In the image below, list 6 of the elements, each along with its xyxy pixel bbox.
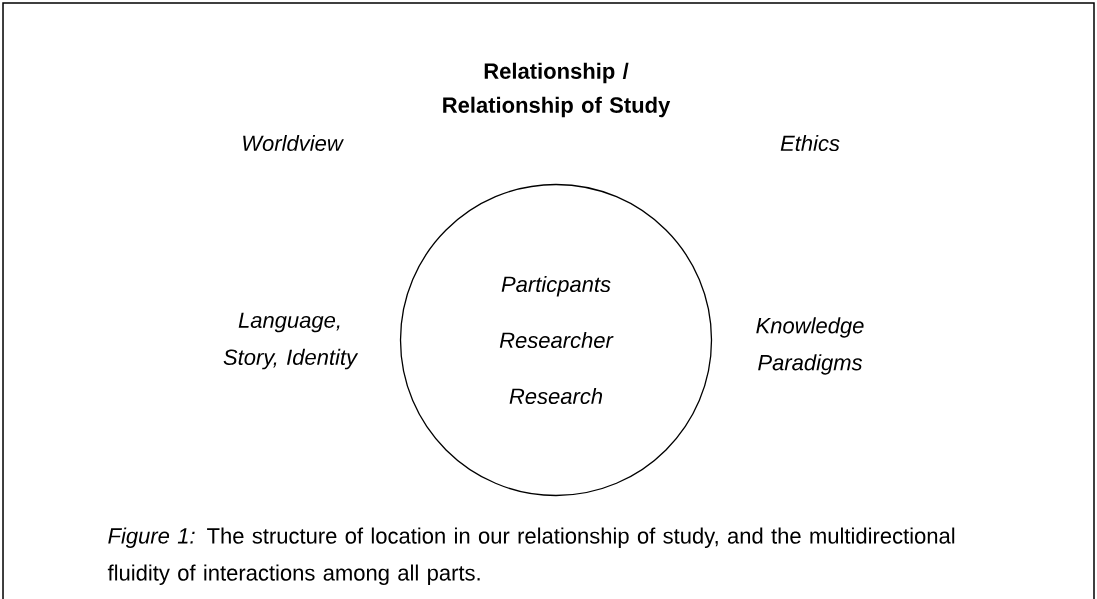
label: Ethics [780, 134, 840, 152]
caption: Figure 1: The structure of location in our relationship of study, and the multidirectional fluidity of interactions among all parts. [107, 527, 955, 585]
label: Worldview [243, 134, 344, 152]
title: Relationship / Relationship of Study [443, 62, 671, 118]
label: Knowledge Paradigms [756, 317, 864, 375]
label: Language, Story, Identity [223, 312, 359, 370]
